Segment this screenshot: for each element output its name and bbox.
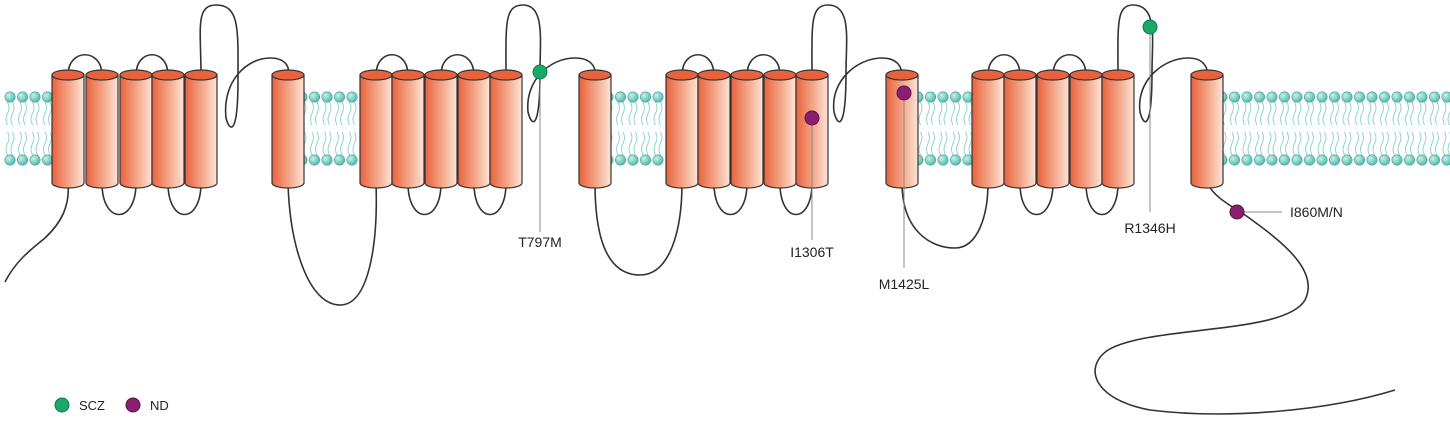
helix-cylinder <box>730 69 764 189</box>
scz-mutation-dot-t797m <box>532 64 548 80</box>
loop-d4-s2s3 <box>1019 182 1054 216</box>
mutation-label-i1306t: I1306T <box>790 244 834 260</box>
loop-d3-pore <box>811 4 903 123</box>
c-terminus-tail <box>1094 182 1396 415</box>
membrane-segment <box>296 91 358 166</box>
loop-d1-s1s2 <box>101 182 137 216</box>
helix-cylinder <box>184 69 218 189</box>
helix-cylinder <box>1101 69 1135 189</box>
membrane-segment <box>4 91 53 166</box>
helix-cylinder <box>1003 69 1037 189</box>
helix-cylinder <box>119 69 153 189</box>
helix-cylinder <box>85 69 119 189</box>
helix-cylinder <box>51 69 85 189</box>
legend: SCZ ND <box>54 397 169 413</box>
loop-d4-s3s4 <box>1052 53 1087 76</box>
helix-cylinder <box>971 69 1005 189</box>
helix-cylinder <box>1069 69 1103 189</box>
loop-d2-s1s2 <box>375 53 409 76</box>
helix-cylinder <box>578 69 612 189</box>
loops <box>4 4 1396 415</box>
loop-d4-s4s5 <box>1085 182 1119 216</box>
helix-cylinder <box>271 69 305 189</box>
loop-d3-s2s3 <box>713 182 748 216</box>
helix-cylinder <box>1190 69 1224 189</box>
helix-cylinder <box>391 69 425 189</box>
helix-cylinder <box>1036 69 1070 189</box>
mutations: T797M I1306T M1425L R1346H I860M/N <box>518 19 1343 292</box>
nd-mutation-dot-i860mn <box>1229 204 1245 220</box>
loop-d3-s4s5 <box>779 182 813 216</box>
nd-mutation-dot-m1425l <box>896 85 912 101</box>
loop-d3-s3s4 <box>746 53 781 76</box>
mutation-label-t797m: T797M <box>518 234 562 250</box>
loop-d1-s1top <box>67 53 103 76</box>
n-terminus-tail <box>4 182 70 283</box>
legend-swatch-nd <box>125 397 141 413</box>
helix-cylinder <box>697 69 731 189</box>
scz-mutation-dot-r1346h <box>1142 19 1158 35</box>
loop-d3-s1s2 <box>681 53 715 76</box>
helix-cylinder <box>885 69 919 189</box>
loop-d2-d3 <box>594 182 683 276</box>
loop-d1-s2s3 <box>135 53 169 76</box>
mutation-label-i860mn: I860M/N <box>1290 204 1343 220</box>
membrane-segment <box>602 91 664 166</box>
helix-cylinder <box>489 69 523 189</box>
loop-d4-pore <box>1117 4 1208 123</box>
loop-d2-pore <box>505 4 596 123</box>
helix-cylinder <box>359 69 393 189</box>
legend-label-nd: ND <box>150 398 169 413</box>
legend-swatch-scz <box>54 397 70 413</box>
loop-d1-s3s4 <box>167 182 202 216</box>
loop-d1-s4s5 <box>199 4 290 128</box>
helix-cylinder <box>151 69 185 189</box>
loop-d2-s3s4 <box>440 53 475 76</box>
nd-mutation-dot-i1306t <box>804 110 820 126</box>
legend-label-scz: SCZ <box>79 398 105 413</box>
loop-d2-s2s3 <box>407 182 442 216</box>
membrane-segment <box>912 91 974 166</box>
loop-d3-d4 <box>901 182 989 249</box>
loop-d2-s4s5 <box>473 182 507 216</box>
helix-cylinder <box>424 69 458 189</box>
mutation-label-r1346h: R1346H <box>1124 220 1175 236</box>
mutation-label-m1425l: M1425L <box>879 276 930 292</box>
helix-cylinder <box>457 69 491 189</box>
helix-cylinder <box>665 69 699 189</box>
helix-cylinder <box>763 69 797 189</box>
loop-d1-d2 <box>287 182 378 306</box>
loop-d4-s1s2 <box>987 53 1021 76</box>
transmembrane-helices <box>51 69 1224 189</box>
membrane-segment <box>1216 91 1450 166</box>
